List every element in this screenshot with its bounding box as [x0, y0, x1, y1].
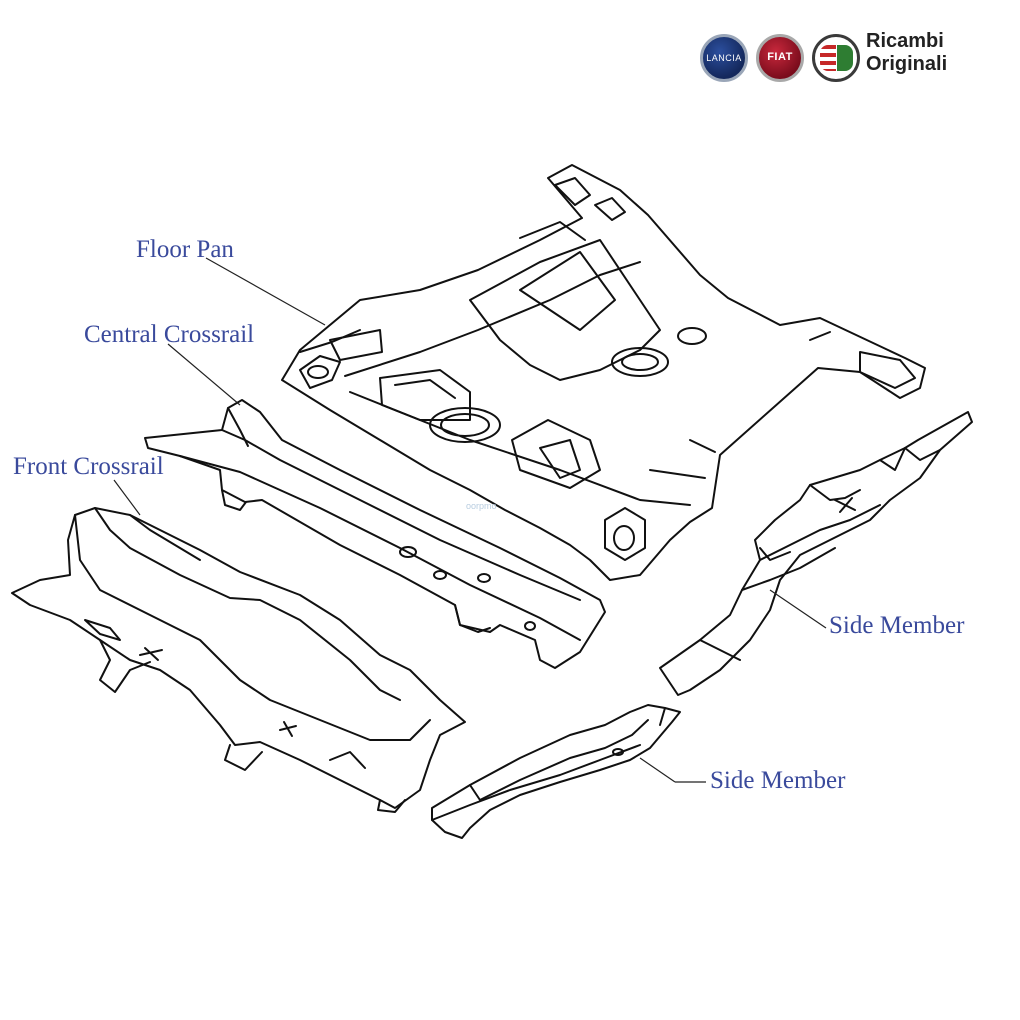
floor-pan-leader — [205, 257, 326, 326]
side-member-right-part — [659, 411, 973, 696]
alfa-cross-icon — [820, 45, 836, 71]
front-crossrail-label: Front Crossrail — [13, 453, 164, 480]
central-crossrail-leader — [167, 343, 241, 406]
watermark-text: oorpmo — [466, 501, 497, 511]
central-crossrail-part — [144, 399, 606, 669]
fiat-badge-text: FIAT — [767, 51, 793, 63]
side-member-right-label: Side Member — [829, 612, 965, 639]
floor-pan-part — [281, 164, 926, 581]
alfa-serpent-icon — [837, 45, 853, 71]
side-member-front-part — [431, 704, 681, 839]
fiat-badge-icon: FIAT — [756, 34, 804, 82]
callout-lines — [113, 257, 827, 783]
brand-title-line2: Originali — [866, 53, 948, 75]
side-member-front-leader — [639, 757, 676, 783]
lancia-badge-icon: LANCIA — [700, 34, 748, 82]
side-member-right-leader — [769, 589, 827, 629]
alfa-romeo-badge-icon — [812, 34, 860, 82]
lancia-badge-text: LANCIA — [706, 53, 742, 63]
brand-title-line1: Ricambi — [866, 30, 944, 52]
brand-logos: LANCIA FIAT Ricambi Originali — [698, 30, 998, 94]
floor-pan-label: Floor Pan — [136, 236, 234, 263]
front-crossrail-part — [11, 507, 466, 813]
brand-title: Ricambi Originali — [866, 30, 947, 76]
front-crossrail-leader — [113, 479, 141, 516]
side-member-front-label: Side Member — [710, 767, 846, 794]
central-crossrail-label: Central Crossrail — [84, 321, 255, 348]
